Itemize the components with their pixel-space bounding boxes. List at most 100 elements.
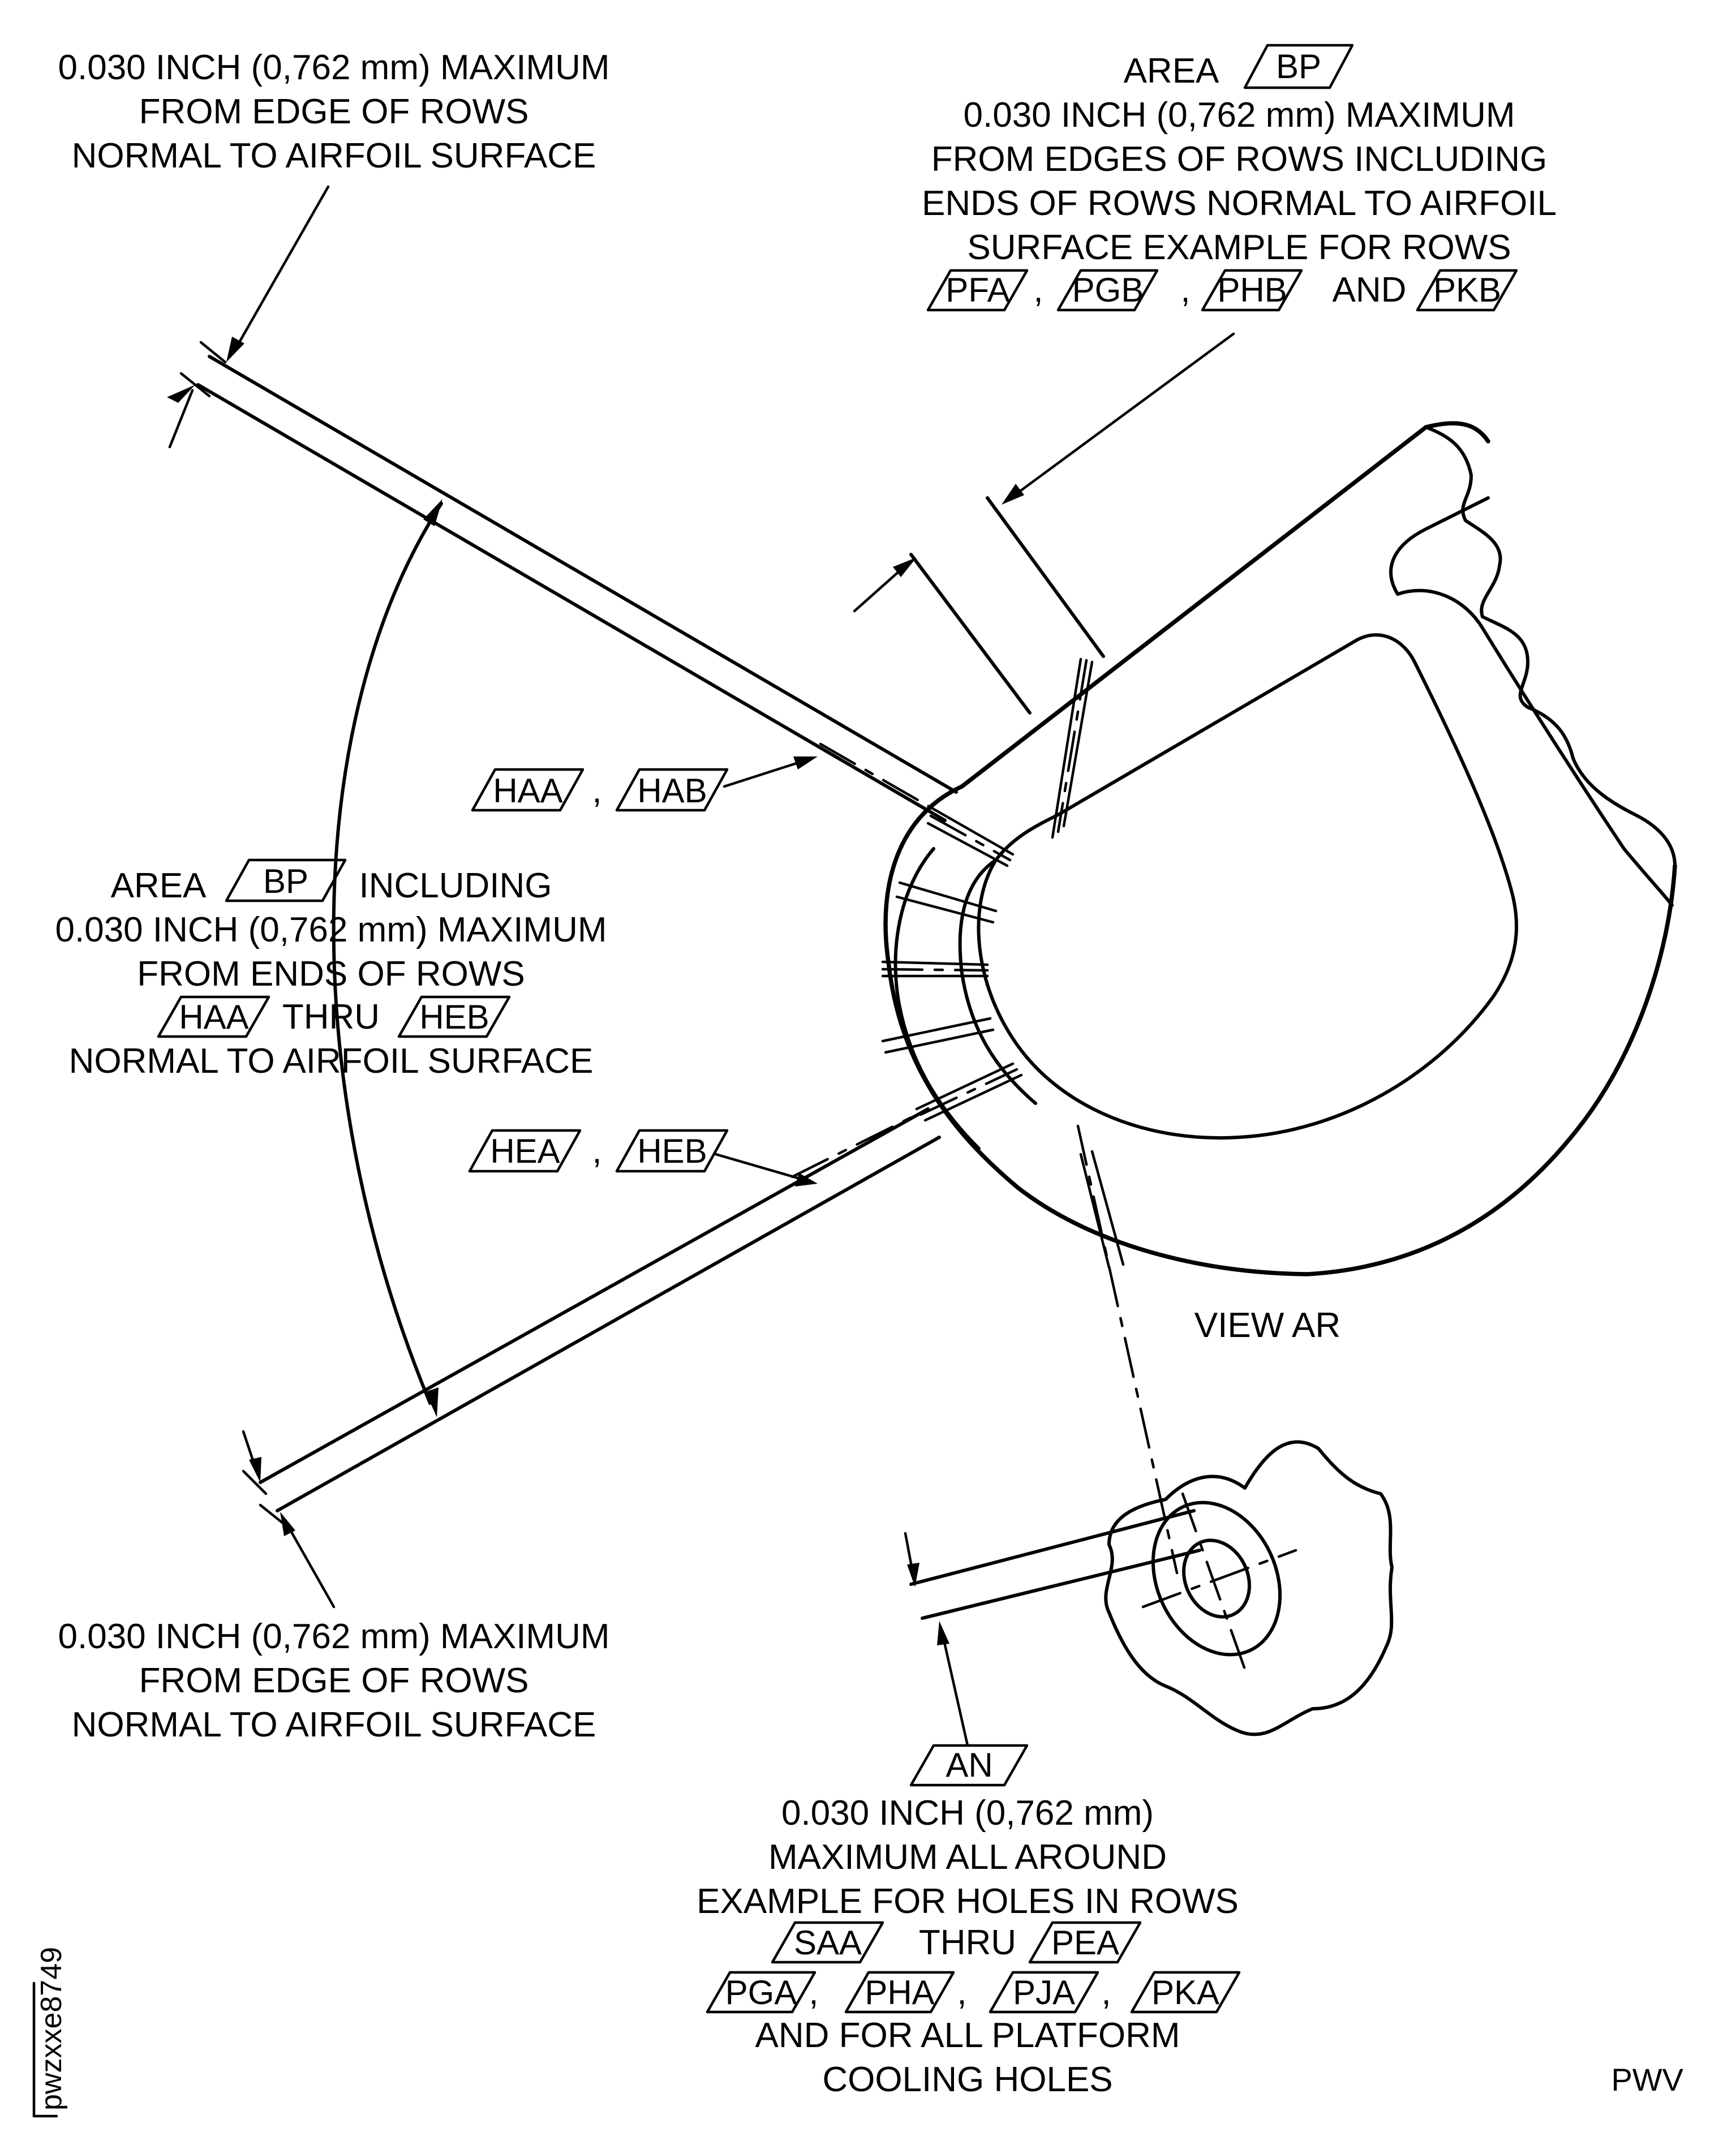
svg-text:PFA: PFA	[946, 271, 1009, 309]
parallelogram-tag: PHB	[1201, 269, 1303, 312]
callout-top-right-line-3: ENDS OF ROWS NORMAL TO AIRFOIL	[922, 184, 1557, 223]
svg-text:HEB: HEB	[637, 1132, 707, 1170]
hole-row-haa	[926, 807, 1015, 867]
parallelogram-tag: PJA	[989, 1971, 1099, 2014]
svg-text:SAA: SAA	[794, 1924, 862, 1962]
svg-text:HAA: HAA	[493, 772, 562, 810]
svg-text:THRU: THRU	[282, 998, 380, 1037]
figure-id: pwzxxe8749	[32, 1947, 68, 2118]
svg-text:HEB: HEB	[419, 998, 489, 1036]
parallelogram-tag: HAA	[471, 768, 585, 812]
airfoil-break-line	[1424, 425, 1677, 867]
leader-lines	[167, 185, 1235, 1747]
svg-text:INCLUDING: INCLUDING	[359, 866, 552, 905]
callout-lower-rows: HEA , HEB	[468, 1129, 729, 1173]
parallelogram-tag: PKB	[1416, 269, 1518, 312]
airfoil-outline	[883, 421, 1677, 1276]
parallelogram-tag: HAB	[615, 768, 729, 812]
svg-text:,: ,	[1101, 1973, 1111, 2012]
svg-text:AREA: AREA	[111, 866, 207, 905]
svg-text:BP: BP	[263, 862, 308, 900]
view-label: VIEW AR	[1194, 1306, 1340, 1345]
callout-left-middle: AREA BP INCLUDING 0.030 INCH (0,762 mm) …	[55, 858, 607, 1081]
svg-text:PGA: PGA	[725, 1974, 797, 2011]
parallelogram-tag: PKA	[1130, 1971, 1241, 2014]
upper-extension-lines	[179, 341, 958, 822]
lower-extension-lines	[242, 1107, 941, 1529]
svg-text:PHA: PHA	[865, 1974, 934, 2011]
svg-text:AND: AND	[1333, 270, 1407, 309]
airfoil-nose-inner	[958, 858, 1037, 1105]
svg-text:PHB: PHB	[1217, 271, 1287, 309]
svg-text:,: ,	[592, 1132, 601, 1171]
callout-top-left-line-3: NORMAL TO AIRFOIL SURFACE	[72, 136, 596, 175]
callout-bottom-right: AN 0.030 INCH (0,762 mm) MAXIMUM ALL ARO…	[697, 1744, 1241, 2099]
svg-text:,: ,	[592, 771, 601, 810]
airfoil-inner-rib	[1396, 588, 1674, 907]
hole-outer-boundary	[1151, 1501, 1282, 1657]
parallelogram-tag: SAA	[771, 1921, 884, 1964]
svg-text:0.030 INCH (0,762 mm): 0.030 INCH (0,762 mm)	[781, 1794, 1154, 1833]
callout-bottom-left: 0.030 INCH (0,762 mm) MAXIMUM FROM EDGE …	[58, 1617, 610, 1744]
parallelogram-tag: BP	[225, 858, 347, 902]
hole-row-hab	[895, 881, 998, 924]
callout-top-right-line-2: FROM EDGES OF ROWS INCLUDING	[931, 140, 1547, 179]
svg-text:0.030 INCH (0,762 mm) MAXIMUM: 0.030 INCH (0,762 mm) MAXIMUM	[55, 910, 607, 949]
hole-row-lower-side	[1076, 1124, 1179, 1575]
svg-text:MAXIMUM ALL AROUND: MAXIMUM ALL AROUND	[768, 1838, 1167, 1877]
airfoil-rib-return	[1389, 496, 1490, 596]
svg-text:FROM EDGE OF ROWS: FROM EDGE OF ROWS	[139, 1661, 529, 1700]
callout-top-right-line-1: 0.030 INCH (0,762 mm) MAXIMUM	[964, 96, 1515, 135]
top-right-dimension	[909, 496, 1105, 715]
hole-row-hc	[881, 960, 989, 978]
parallelogram-tag: BP	[1243, 44, 1354, 89]
figure-id-text: pwzxxe8749	[35, 1947, 68, 2110]
airfoil-outer-wall	[883, 784, 1677, 1276]
parallelogram-tag: PHA	[844, 1971, 955, 2014]
parallelogram-tag: PGB	[1056, 269, 1159, 312]
airfoil-nose-outer	[893, 847, 981, 1150]
hole-row-upper-side	[1051, 657, 1094, 839]
parallelogram-tag: PEA	[1028, 1921, 1142, 1964]
parallelogram-tag: PFA	[926, 269, 1029, 312]
svg-text:,: ,	[1033, 270, 1043, 309]
airfoil-inner-wall	[977, 633, 1518, 1140]
svg-text:HEA: HEA	[490, 1132, 560, 1170]
svg-text:COOLING HOLES: COOLING HOLES	[822, 2060, 1112, 2099]
platform-hole-detail	[909, 1440, 1394, 1736]
hole-row-hd	[881, 1017, 995, 1054]
svg-text:AND FOR ALL PLATFORM: AND FOR ALL PLATFORM	[755, 2016, 1180, 2055]
cooling-hole-rows	[881, 657, 1179, 1575]
airfoil-outer-wall-top	[960, 421, 1490, 789]
svg-text:BP: BP	[1276, 48, 1321, 85]
svg-text:PEA: PEA	[1051, 1924, 1119, 1962]
parallelogram-tag: HEB	[615, 1129, 729, 1173]
svg-text:HAA: HAA	[179, 998, 248, 1036]
svg-text:THRU: THRU	[919, 1923, 1016, 1962]
publisher-mark: PWV	[1611, 2062, 1683, 2097]
platform-break-outline	[1104, 1440, 1394, 1736]
callout-top-left: 0.030 INCH (0,762 mm) MAXIMUM FROM EDGE …	[58, 48, 610, 175]
svg-text:,: ,	[957, 1973, 966, 2012]
svg-text:0.030 INCH (0,762 mm) MAXIMUM: 0.030 INCH (0,762 mm) MAXIMUM	[58, 1617, 610, 1656]
svg-text:,: ,	[1180, 270, 1190, 309]
svg-text:AN: AN	[946, 1746, 992, 1784]
svg-text:NORMAL TO AIRFOIL SURFACE: NORMAL TO AIRFOIL SURFACE	[72, 1705, 596, 1744]
callout-top-right-line-4: SURFACE EXAMPLE FOR ROWS	[967, 228, 1511, 267]
callout-top-left-line-1: 0.030 INCH (0,762 mm) MAXIMUM	[58, 48, 610, 87]
parallelogram-tag: PGA	[706, 1971, 817, 2014]
parallelogram-tag: HEA	[468, 1129, 582, 1173]
callout-top-left-line-2: FROM EDGE OF ROWS	[139, 92, 529, 131]
svg-text:PKB: PKB	[1433, 271, 1501, 309]
svg-text:PJA: PJA	[1013, 1974, 1075, 2011]
svg-text:PKA: PKA	[1151, 1974, 1219, 2011]
svg-text:FROM ENDS OF ROWS: FROM ENDS OF ROWS	[137, 955, 525, 994]
callout-top-right: AREA BP 0.030 INCH (0,762 mm) MAXIMUM FR…	[922, 44, 1557, 312]
parallelogram-tag: HAA	[157, 995, 270, 1038]
area-word: AREA	[1124, 51, 1219, 91]
svg-text:HAB: HAB	[637, 772, 707, 810]
parallelogram-tag: HEB	[397, 995, 511, 1038]
svg-text:EXAMPLE FOR HOLES IN ROWS: EXAMPLE FOR HOLES IN ROWS	[697, 1882, 1239, 1921]
svg-text:NORMAL TO AIRFOIL SURFACE: NORMAL TO AIRFOIL SURFACE	[69, 1042, 594, 1081]
